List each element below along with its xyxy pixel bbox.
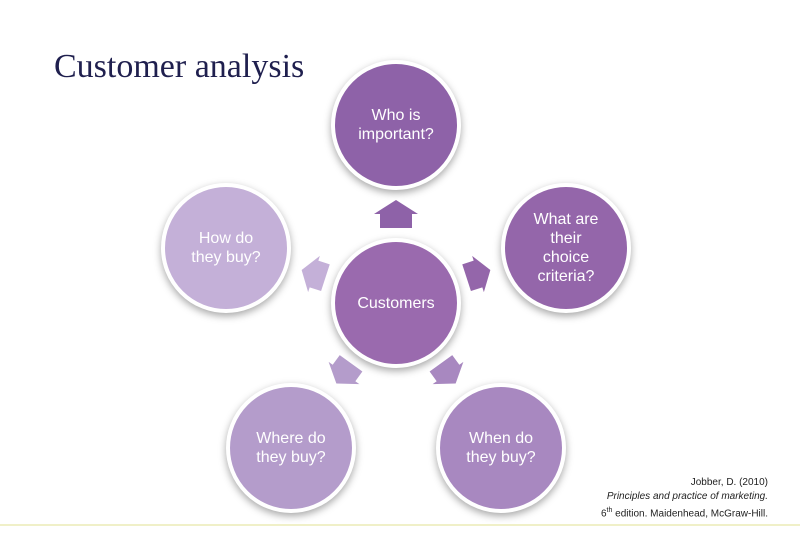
node-label: What are their choice criteria?	[533, 211, 599, 285]
arrow-to-bottom-left	[328, 355, 363, 385]
citation-book-title: Principles and practice of marketing.	[606, 491, 768, 502]
node-when-do-they-buy: When do they buy?	[436, 383, 566, 513]
node-how-do-they-buy: How do they buy?	[161, 183, 291, 313]
node-where-do-they-buy: Where do they buy?	[226, 383, 356, 513]
node-who-is-important: Who is important?	[331, 60, 461, 190]
node-label: When do they buy?	[466, 430, 536, 466]
citation: Jobber, D. (2010) Principles and practic…	[601, 476, 768, 521]
node-choice-criteria: What are their choice criteria?	[501, 183, 631, 313]
arrow-to-left	[301, 255, 330, 293]
arrow-to-bottom-right	[429, 355, 464, 385]
arrow-to-top	[374, 200, 418, 228]
node-label: Where do they buy?	[256, 430, 326, 466]
citation-author: Jobber, D. (2010)	[690, 477, 768, 488]
node-label: Who is important?	[358, 107, 434, 143]
citation-publisher-text: edition. Maidenhead, McGraw-Hill.	[612, 508, 768, 520]
arrow-to-right	[462, 255, 491, 293]
footer-divider	[0, 524, 800, 526]
node-label: How do they buy?	[191, 230, 261, 266]
slide-title: Customer analysis	[54, 48, 305, 85]
node-label: Customers	[357, 294, 435, 312]
citation-edition-number: 6	[600, 508, 607, 520]
citation-publisher: 6th edition. Maidenhead, McGraw-Hill.	[601, 504, 768, 521]
citation-edition-suffix: th	[606, 507, 613, 514]
node-customers: Customers	[331, 238, 461, 368]
